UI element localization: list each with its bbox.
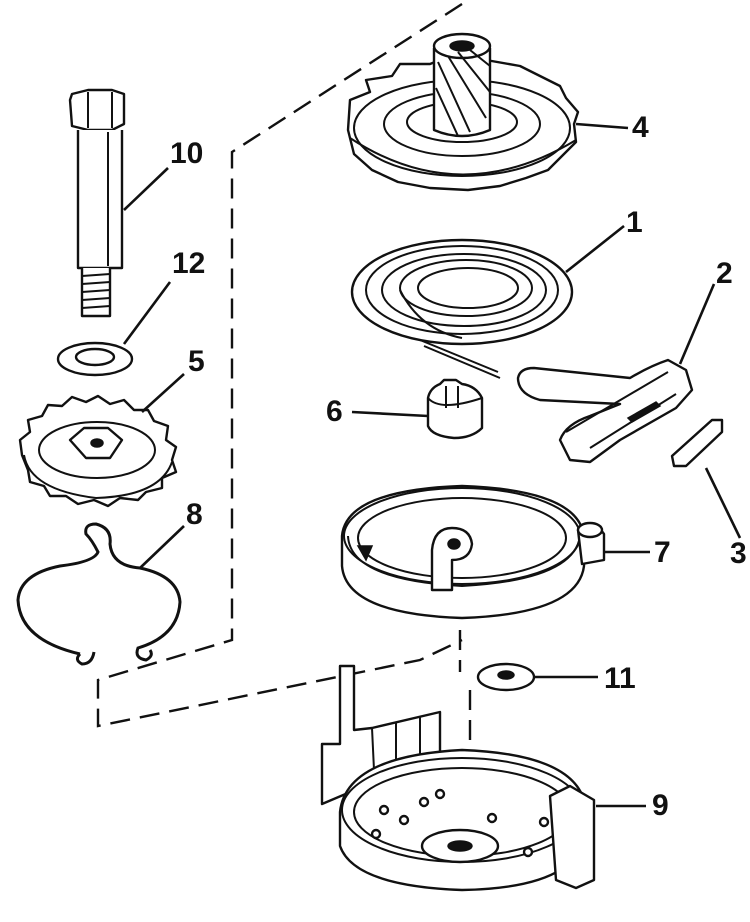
- callout-2: 2: [716, 257, 733, 290]
- callout-3: 3: [730, 537, 747, 570]
- part-spring-anchor: [426, 378, 484, 440]
- part-pulley: [346, 32, 580, 192]
- part-recoil-spring: [350, 238, 574, 379]
- part-base-housing: [320, 664, 596, 892]
- callout-labels: 10 12 5 8 4 1 2 6 7 3 11 9: [170, 111, 747, 822]
- part-spring-housing: [340, 484, 606, 620]
- part-handle: [516, 358, 694, 464]
- leader-lines: [122, 122, 742, 808]
- part-washer: [56, 341, 134, 377]
- part-spring-clip: [16, 522, 182, 666]
- callout-4: 4: [632, 111, 649, 144]
- callout-8: 8: [186, 498, 203, 531]
- callout-5: 5: [188, 345, 205, 378]
- part-handle-insert: [670, 418, 724, 468]
- callout-10: 10: [170, 137, 203, 170]
- part-small-washer: [476, 662, 536, 692]
- callout-12: 12: [172, 247, 205, 280]
- callout-7: 7: [654, 536, 671, 569]
- part-bolt: [68, 88, 126, 318]
- callout-9: 9: [652, 789, 669, 822]
- callout-6: 6: [326, 395, 343, 428]
- callout-11: 11: [604, 662, 636, 695]
- part-gear: [18, 394, 178, 508]
- callout-1: 1: [626, 206, 643, 239]
